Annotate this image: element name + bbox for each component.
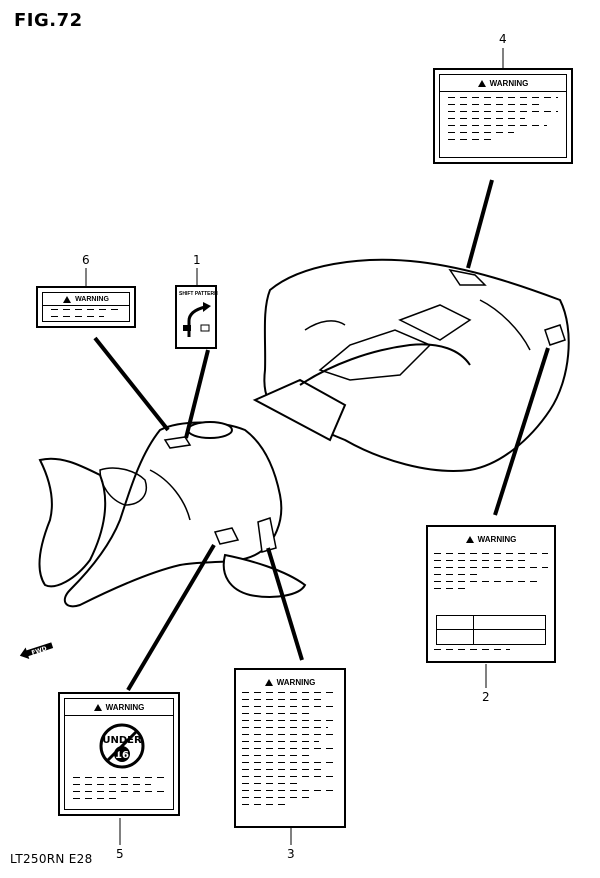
warning-triangle-icon (93, 703, 102, 711)
age-number: 16 (115, 750, 129, 761)
callout-5: 5 (116, 847, 124, 861)
callout-3: 3 (287, 847, 295, 861)
warning-label-4: WARNING (433, 68, 573, 164)
shift-pattern-label-1: SHIFT PATTERN (175, 285, 218, 349)
warning-header: WARNING (65, 699, 173, 716)
callout-1: 1 (193, 253, 201, 267)
warning-header: WARNING (240, 674, 340, 690)
warning-triangle-icon (477, 79, 486, 87)
warning-header: WARNING (432, 531, 550, 547)
warning-triangle-icon (465, 535, 474, 543)
callout-2: 2 (482, 690, 490, 704)
warning-label-2: WARNING (426, 525, 556, 663)
figure-title: FIG.72 (14, 10, 83, 31)
front-fender (38, 421, 307, 608)
warning-triangle-icon (63, 295, 72, 303)
fwd-arrow: FWD (19, 642, 54, 659)
shift-arrow-icon (183, 302, 211, 337)
warning-label-6: WARNING (36, 286, 136, 328)
fwd-text: FWD (31, 645, 48, 657)
warning-header: WARNING (440, 75, 566, 92)
spec-table (436, 615, 546, 645)
warning-header: WARNING (43, 293, 129, 306)
shift-pattern-text: SHIFT PATTERN (179, 291, 218, 297)
no-under-16-icon: UNDER 16 (99, 723, 145, 769)
leader-lines (93, 179, 550, 692)
warning-label-5: WARNING UNDER 16 (58, 692, 180, 816)
warning-label-3: WARNING (234, 668, 346, 828)
callout-stems (85, 48, 504, 845)
callout-4: 4 (499, 32, 507, 46)
under-text: UNDER (102, 735, 142, 746)
rear-fender (252, 258, 570, 472)
model-code: LT250RN E28 (10, 852, 93, 866)
warning-triangle-icon (264, 678, 273, 686)
callout-6: 6 (82, 253, 90, 267)
